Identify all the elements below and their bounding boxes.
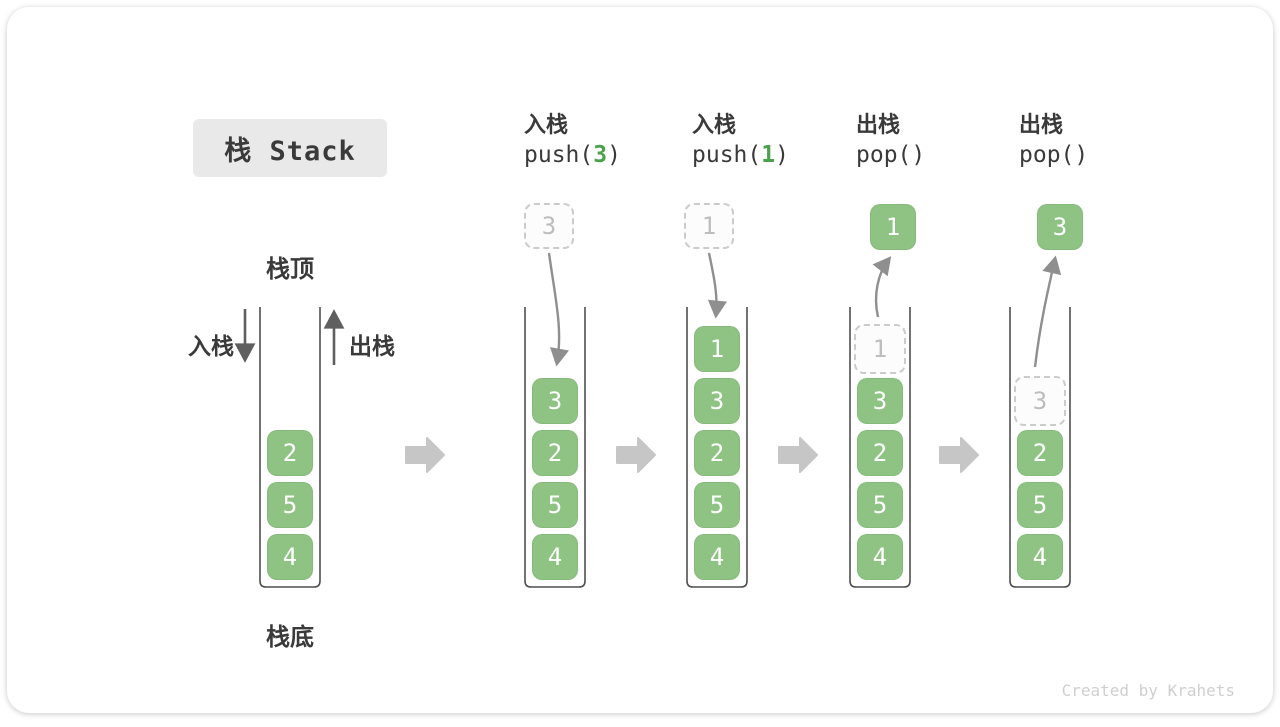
- step-arrow-icon: [779, 438, 817, 472]
- watermark: Created by Krahets: [1062, 681, 1235, 700]
- pop1-curve-arrow-icon: [876, 259, 889, 317]
- op-label: 出栈: [856, 111, 1016, 139]
- diagram-title: 栈 Stack: [193, 119, 387, 177]
- stack-block: 4: [532, 534, 578, 580]
- stack-block: 5: [694, 482, 740, 528]
- code-post: ): [607, 142, 621, 168]
- code-arg: 3: [593, 142, 607, 168]
- op-label: 入栈: [524, 111, 684, 139]
- code-post: ): [1074, 142, 1088, 168]
- code-pre: pop(: [1019, 142, 1074, 168]
- code-pre: push(: [692, 142, 761, 168]
- pushed-value-box: 1: [684, 203, 734, 249]
- stage-header-push3: 入栈 push(3): [524, 111, 684, 171]
- stack-block: 2: [532, 430, 578, 476]
- stack-block: 5: [1017, 482, 1063, 528]
- step-arrow-icon: [617, 438, 655, 472]
- removed-slot-ghost: 1: [854, 324, 906, 374]
- stack-block: 3: [532, 378, 578, 424]
- removed-slot-ghost: 3: [1014, 376, 1066, 426]
- stack-block: 3: [857, 378, 903, 424]
- stack-block: 4: [267, 534, 313, 580]
- stage-header-pop1: 出栈 pop(): [856, 111, 1016, 171]
- stack-block: 1: [694, 326, 740, 372]
- stack-diagram: 栈 Stack 栈顶 栈底 入栈 出栈 入栈 push(3) 入栈 push(1…: [7, 7, 1273, 713]
- pop-side-label: 出栈: [322, 327, 422, 361]
- op-label: 入栈: [692, 111, 852, 139]
- pushed-value-box: 3: [524, 203, 574, 249]
- stack-block: 2: [267, 430, 313, 476]
- code-pre: pop(: [856, 142, 911, 168]
- stack-block: 5: [532, 482, 578, 528]
- code-pre: push(: [524, 142, 593, 168]
- stack-block: 5: [857, 482, 903, 528]
- code-post: ): [775, 142, 789, 168]
- popped-value-box: 1: [870, 204, 916, 250]
- push1-curve-arrow-icon: [709, 253, 717, 315]
- push3-curve-arrow-icon: [549, 253, 559, 363]
- op-label: 出栈: [1019, 111, 1179, 139]
- step-arrow-icon: [940, 438, 978, 472]
- stack-block: 5: [267, 482, 313, 528]
- code-arg: 1: [761, 142, 775, 168]
- stack-block: 3: [694, 378, 740, 424]
- op-code: push(3): [524, 139, 684, 171]
- stack-block: 2: [1017, 430, 1063, 476]
- stack-block: 4: [694, 534, 740, 580]
- popped-value-box: 3: [1037, 204, 1083, 250]
- stage-header-push1: 入栈 push(1): [692, 111, 852, 171]
- stack-block: 4: [1017, 534, 1063, 580]
- step-arrow-icon: [406, 438, 444, 472]
- stack-block: 2: [857, 430, 903, 476]
- code-post: ): [911, 142, 925, 168]
- stack-bottom-label: 栈底: [240, 617, 340, 652]
- diagram-card: 栈 Stack 栈顶 栈底 入栈 出栈 入栈 push(3) 入栈 push(1…: [7, 7, 1273, 713]
- op-code: pop(): [1019, 139, 1179, 171]
- push-side-label: 入栈: [161, 327, 261, 361]
- op-code: push(1): [692, 139, 852, 171]
- op-code: pop(): [856, 139, 1016, 171]
- stage-header-pop3: 出栈 pop(): [1019, 111, 1179, 171]
- pop3-curve-arrow-icon: [1035, 259, 1055, 367]
- stack-block: 4: [857, 534, 903, 580]
- stack-block: 2: [694, 430, 740, 476]
- stack-top-label: 栈顶: [240, 249, 340, 284]
